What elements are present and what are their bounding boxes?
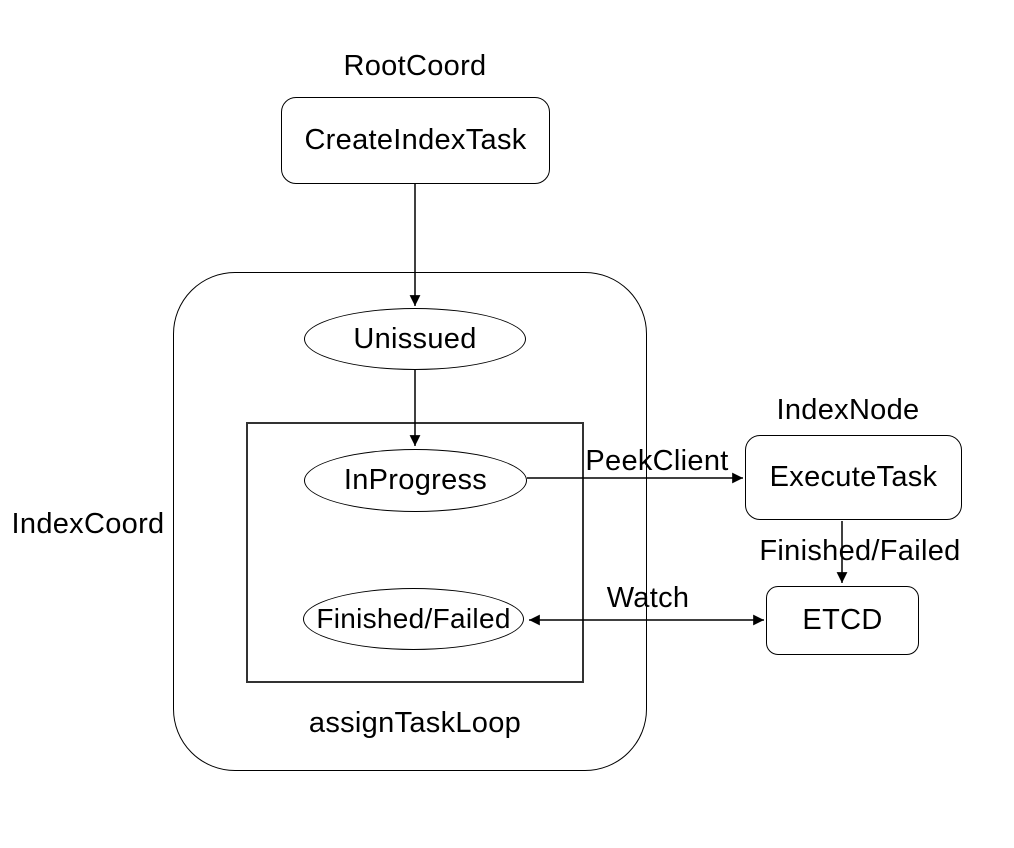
indexcoord-container — [173, 272, 647, 771]
group-label-indexcoord: IndexCoord — [11, 507, 165, 540]
node-execute-task-label: ExecuteTask — [769, 461, 938, 493]
edge-label-watch: Watch — [606, 581, 690, 614]
node-etcd: ETCD — [766, 586, 919, 655]
node-create-index-task-label: CreateIndexTask — [304, 124, 527, 156]
group-label-indexnode: IndexNode — [776, 393, 920, 426]
group-label-rootcoord: RootCoord — [343, 49, 487, 82]
node-execute-task: ExecuteTask — [745, 435, 962, 520]
node-unissued: Unissued — [304, 308, 526, 370]
edge-label-peekclient: PeekClient — [585, 444, 729, 477]
edge-label-finished-failed: Finished/Failed — [759, 534, 961, 567]
node-unissued-label: Unissued — [353, 322, 477, 355]
node-finished-failed: Finished/Failed — [303, 588, 524, 650]
group-label-assigntaskloop: assignTaskLoop — [308, 706, 522, 739]
node-in-progress: InProgress — [304, 449, 527, 512]
node-finished-failed-label: Finished/Failed — [316, 603, 511, 634]
node-in-progress-label: InProgress — [343, 464, 488, 496]
node-etcd-label: ETCD — [802, 604, 883, 636]
node-create-index-task: CreateIndexTask — [281, 97, 550, 184]
